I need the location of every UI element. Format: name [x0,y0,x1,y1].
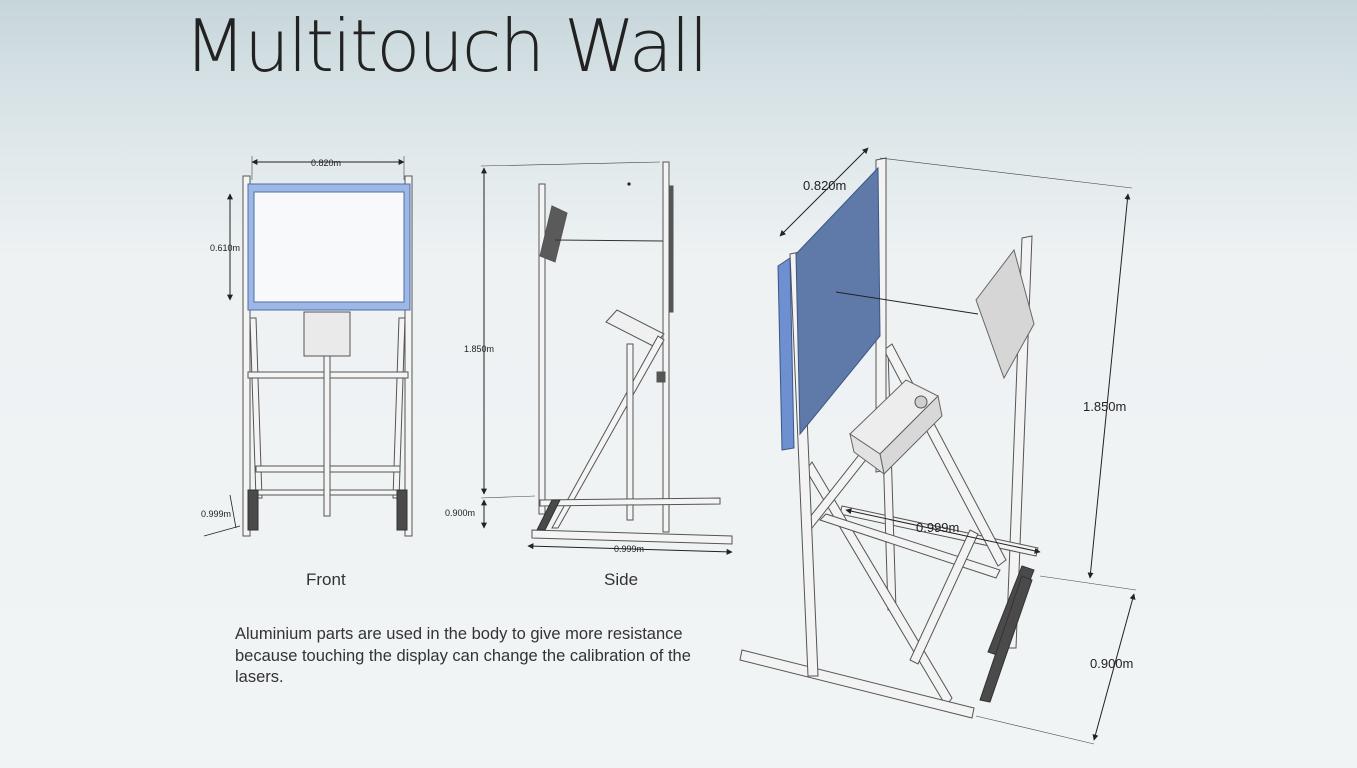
front-depth-dim: 0.999m [201,509,231,519]
front-left-brace [249,317,263,499]
side-top-mirror [539,205,568,263]
front-center-post [323,355,331,517]
side-diagonal-brace [551,335,665,529]
persp-front-rail [739,649,975,719]
front-height-dim: 0.610m [210,243,240,253]
front-projector [303,311,351,357]
front-left-foot [247,489,259,531]
side-base-dim: 0.900m [445,508,475,518]
side-base-rail [531,529,733,545]
side-rear-upright [538,183,546,515]
side-front-upright [662,161,670,533]
side-projector [605,309,665,347]
perspective-view [739,147,1137,745]
side-foot [536,499,561,531]
front-right-upright [404,175,413,537]
front-view [203,156,413,537]
persp-base-dim: 0.900m [1090,656,1133,671]
front-screen [253,191,405,303]
side-depth-dim: 0.999m [614,544,644,554]
persp-screen-edge [777,257,795,451]
side-view [480,161,733,555]
side-height-dim: 1.850m [464,344,494,354]
description-text: Aluminium parts are used in the body to … [235,625,691,686]
front-width-dim: 0.820m [311,158,341,168]
side-rear-rail [539,497,721,507]
side-screen-edge [668,185,674,313]
side-fitting [656,371,666,383]
persp-front-foot [979,575,1033,703]
side-view-label: Side [604,570,639,589]
front-right-foot [396,489,408,531]
persp-width-dim: 0.820m [803,178,846,193]
side-inner-post [626,343,634,521]
persp-depth-dim: 0.999m [916,520,959,535]
page-title: Multitouch Wall [184,4,709,88]
front-left-upright [242,175,251,537]
persp-mirror [975,248,1035,380]
persp-height-dim: 1.850m [1083,399,1126,414]
front-view-label: Front [306,570,346,589]
